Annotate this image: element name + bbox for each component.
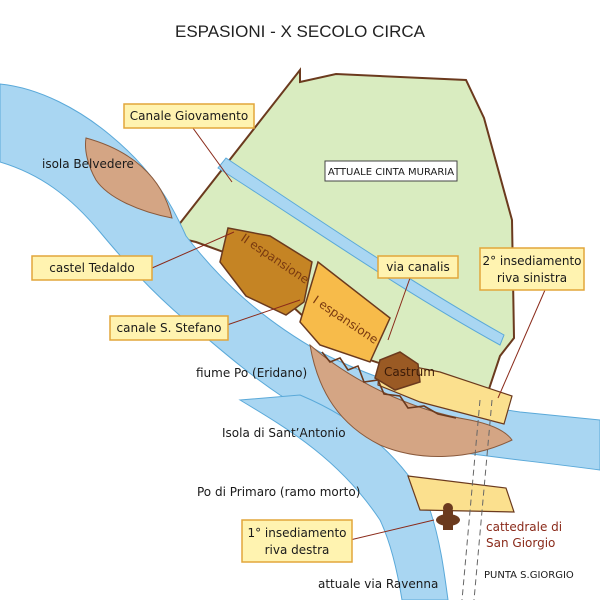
callout-canale-giovamento-text: Canale Giovamento — [130, 109, 248, 123]
attuale-cinta-muraria-label: ATTUALE CINTA MURARIA — [328, 167, 454, 178]
isola-sant-antonio-label: Isola di Sant’Antonio — [222, 426, 346, 440]
leader-secondo-insediamento — [497, 289, 546, 399]
fiume-po-label: fiume Po (Eridano) — [196, 366, 307, 380]
river-po-di-primaro — [238, 394, 449, 600]
isola-sant-antonio-shape — [309, 343, 513, 457]
city-wall-area — [168, 67, 516, 400]
callout-canale-giovamento-box — [123, 103, 255, 129]
fortification-line — [321, 351, 457, 419]
ii-espansione-area — [219, 227, 313, 316]
callout-canale-s-stefano-box — [109, 315, 229, 341]
via-ravenna-label: attuale via Ravenna — [318, 577, 438, 591]
cattedrale-label-line1: cattedrale di — [486, 520, 562, 534]
leader-via-canalis — [387, 277, 411, 341]
callout-castel-tedaldo-text: castel Tedaldo — [49, 261, 134, 275]
leader-primo-insediamento — [349, 519, 435, 541]
castrum-label: Castrum — [384, 365, 435, 379]
map-title: ESPASIONI - X SECOLO CIRCA — [175, 22, 426, 41]
po-di-primaro-label: Po di Primaro (ramo morto) — [197, 485, 360, 499]
isola-belvedere-shape — [85, 137, 173, 219]
primo-insediamento-area — [407, 475, 515, 513]
callout-secondo-insediamento-line2: riva sinistra — [497, 271, 567, 285]
i-espansione-area — [299, 260, 391, 363]
castrum-area — [374, 351, 421, 391]
callout-secondo-insediamento-line1: 2° insediamento — [482, 254, 581, 268]
callout-primo-insediamento-box — [241, 519, 353, 563]
callout-castel-tedaldo-box — [31, 255, 153, 281]
callout-primo-insediamento-line1: 1° insediamento — [247, 526, 346, 540]
attuale-cinta-muraria-frame — [324, 160, 458, 182]
dashed-road-line — [461, 399, 493, 600]
callout-via-canalis-text: via canalis — [386, 260, 449, 274]
cathedral-icon — [436, 503, 460, 530]
leader-canale-giovamento — [189, 123, 233, 183]
callout-canale-s-stefano-text: canale S. Stefano — [117, 321, 222, 335]
callout-via-canalis-box — [377, 255, 459, 279]
leader-canale-s-stefano — [223, 299, 301, 327]
punta-s-giorgio-label: PUNTA S.GIORGIO — [484, 570, 574, 581]
isola-belvedere-label: isola Belvedere — [42, 157, 134, 171]
callout-secondo-insediamento-box — [479, 247, 585, 291]
callout-primo-insediamento-line2: riva destra — [265, 543, 330, 557]
leader-castel-tedaldo — [151, 231, 235, 269]
cattedrale-label-line2: San Giorgio — [486, 536, 555, 550]
canale-giovamento-channel — [217, 157, 505, 346]
